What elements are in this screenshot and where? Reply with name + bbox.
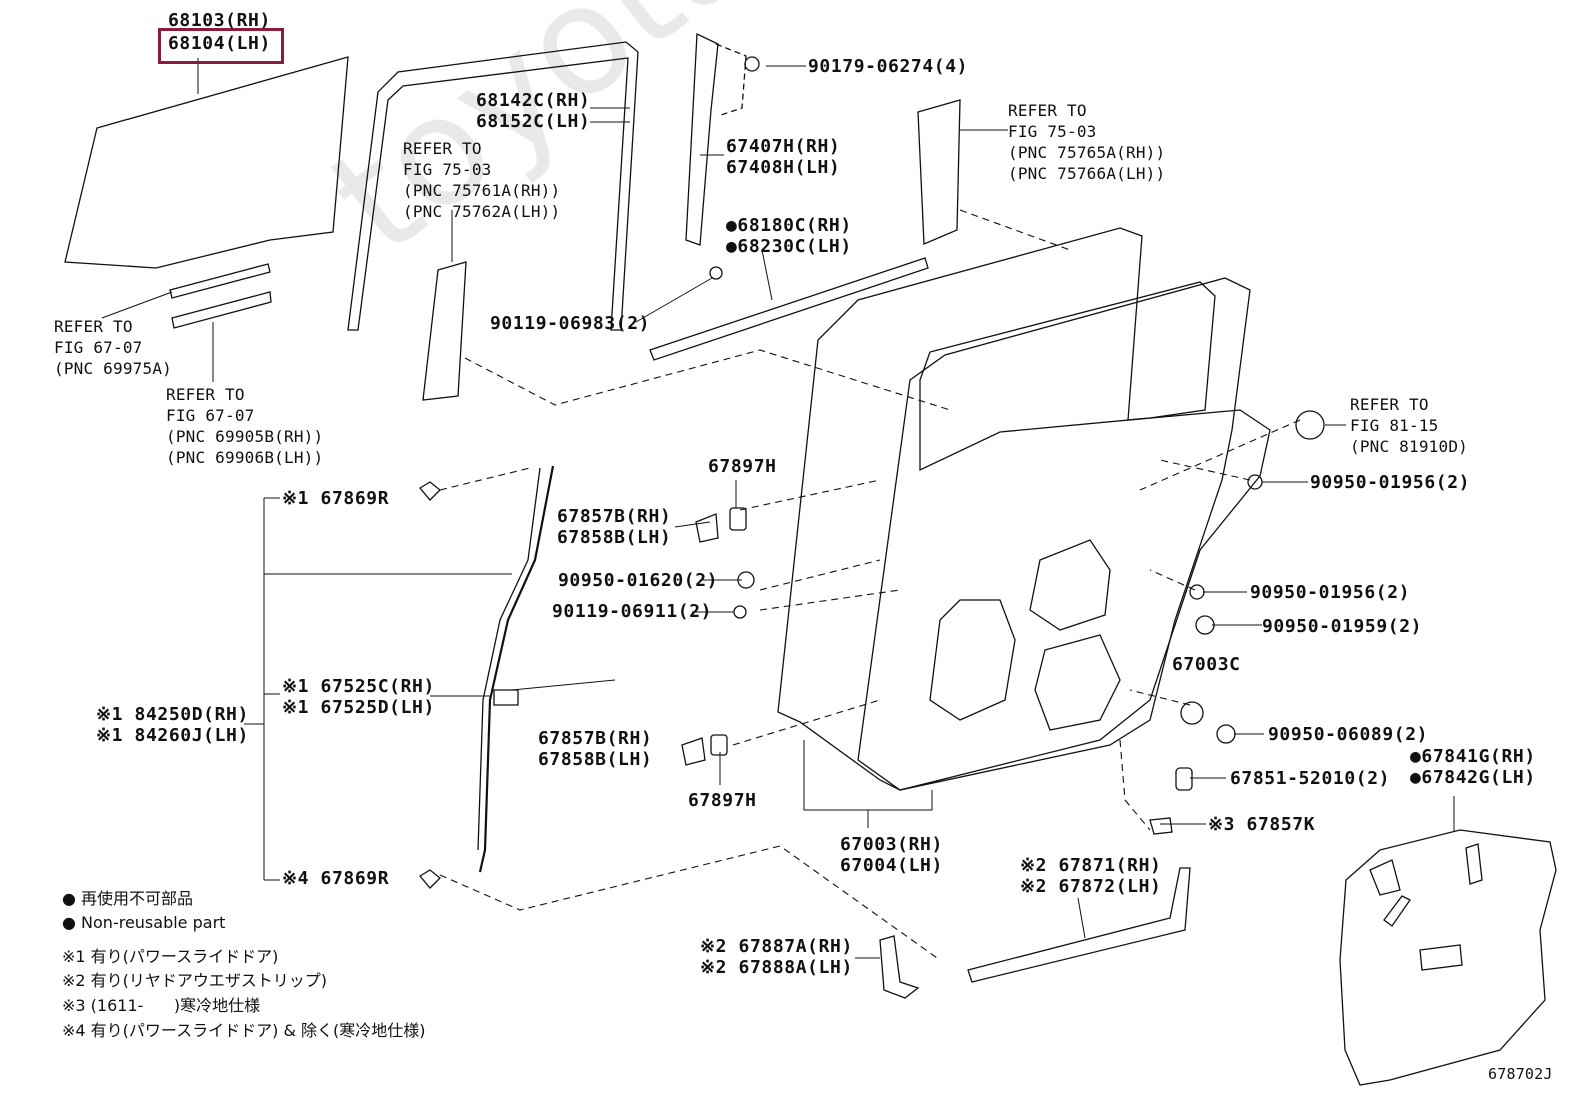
part-67869-upper[interactable]: ※1 67869R <box>282 488 390 509</box>
part-90950-01956-b[interactable]: 90950-01956(2) <box>1250 582 1411 603</box>
reference-fig-67-07-a[interactable]: REFER TO FIG 67-07 (PNC 69975A) <box>54 317 172 378</box>
reference-fig-75-03-a[interactable]: REFER TO FIG 75-03 (PNC 75761A(RH)) (PNC… <box>403 139 561 221</box>
highlight-box <box>158 28 284 64</box>
part-67407[interactable]: 67407H(RH) 67408H(LH) <box>726 136 841 178</box>
note-1: ※1 有り(パワースライドドア) <box>62 947 279 966</box>
part-84250[interactable]: ※1 84250D(RH) ※1 84260J(LH) <box>96 704 249 746</box>
door-glass <box>64 56 349 269</box>
weatherstrip-end <box>879 935 920 999</box>
part-90119-06983[interactable]: 90119-06983(2) <box>490 313 651 334</box>
note-3: ※3 (1611- )寒冷地仕様 <box>62 996 261 1015</box>
part-68142[interactable]: 68142C(RH) 68152C(LH) <box>476 90 591 132</box>
glass-run-channel <box>347 41 639 331</box>
wire-harness <box>478 465 555 873</box>
part-67897-lower[interactable]: 67897H <box>688 790 757 811</box>
channel-67407 <box>685 32 719 246</box>
pillar-trim-center <box>422 261 467 401</box>
weatherstrip <box>967 867 1191 983</box>
part-90179[interactable]: 90179-06274(4) <box>808 56 969 77</box>
figure-code: 678702J <box>1488 1065 1553 1083</box>
part-67525[interactable]: ※1 67525C(RH) ※1 67525D(LH) <box>282 676 435 718</box>
part-68180[interactable]: ●68180C(RH) ●68230C(LH) <box>726 215 852 257</box>
part-67857-lower[interactable]: 67857B(RH) 67858B(LH) <box>538 728 653 770</box>
part-67857k[interactable]: ※3 67857K <box>1208 814 1316 835</box>
part-90950-06089[interactable]: 90950-06089(2) <box>1268 724 1429 745</box>
part-90950-01956-a[interactable]: 90950-01956(2) <box>1310 472 1471 493</box>
part-67857-upper[interactable]: 67857B(RH) 67858B(LH) <box>557 506 672 548</box>
belt-moulding <box>649 257 929 361</box>
part-90950-01959[interactable]: 90950-01959(2) <box>1262 616 1423 637</box>
reference-fig-67-07-b[interactable]: REFER TO FIG 67-07 (PNC 69905B(RH)) (PNC… <box>166 385 324 467</box>
door-frame <box>777 227 1271 791</box>
legend-non-reusable-en: ● Non-reusable part <box>62 913 226 932</box>
legend-non-reusable-jp: ● 再使用不可部品 <box>62 889 194 908</box>
part-67003[interactable]: 67003(RH) 67004(LH) <box>840 834 943 876</box>
pillar-trim-right <box>917 99 961 245</box>
part-67871[interactable]: ※2 67871(RH) ※2 67872(LH) <box>1020 855 1162 897</box>
door-trim-board <box>1339 829 1557 1086</box>
part-67887[interactable]: ※2 67887A(RH) ※2 67888A(LH) <box>700 936 853 978</box>
part-90119-06911[interactable]: 90119-06911(2) <box>552 601 713 622</box>
small-parts <box>419 56 1325 889</box>
part-67841[interactable]: ●67841G(RH) ●67842G(LH) <box>1410 746 1536 788</box>
part-90950-01620[interactable]: 90950-01620(2) <box>558 570 719 591</box>
reference-fig-75-03-b[interactable]: REFER TO FIG 75-03 (PNC 75765A(RH)) (PNC… <box>1008 101 1166 183</box>
part-67851[interactable]: 67851-52010(2) <box>1230 768 1391 789</box>
reference-fig-81-15[interactable]: REFER TO FIG 81-15 (PNC 81910D) <box>1350 395 1468 456</box>
note-2: ※2 有り(リヤドアウエザストリップ) <box>62 971 327 990</box>
part-68104[interactable]: 68104(LH) <box>168 33 271 54</box>
part-67869-lower[interactable]: ※4 67869R <box>282 868 390 889</box>
part-68103[interactable]: 68103(RH) <box>168 10 271 31</box>
note-4: ※4 有り(パワースライドドア) & 除く(寒冷地仕様) <box>62 1021 426 1040</box>
part-67897-upper[interactable]: 67897H <box>708 456 777 477</box>
part-67003c[interactable]: 67003C <box>1172 654 1241 675</box>
